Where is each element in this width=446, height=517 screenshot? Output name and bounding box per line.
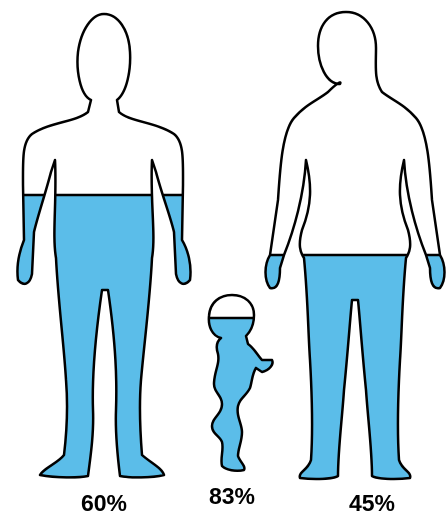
baby-figure	[200, 295, 280, 478]
woman-outline	[266, 12, 445, 479]
woman-water-fill	[260, 255, 446, 495]
man-water-fill	[0, 195, 200, 495]
woman-percent-label: 45%	[349, 490, 395, 516]
baby-water-fill	[200, 318, 280, 478]
man-percent-label: 60%	[81, 490, 127, 516]
woman-figure	[260, 12, 446, 495]
baby-percent-label: 83%	[209, 483, 255, 509]
man-figure	[0, 14, 200, 495]
